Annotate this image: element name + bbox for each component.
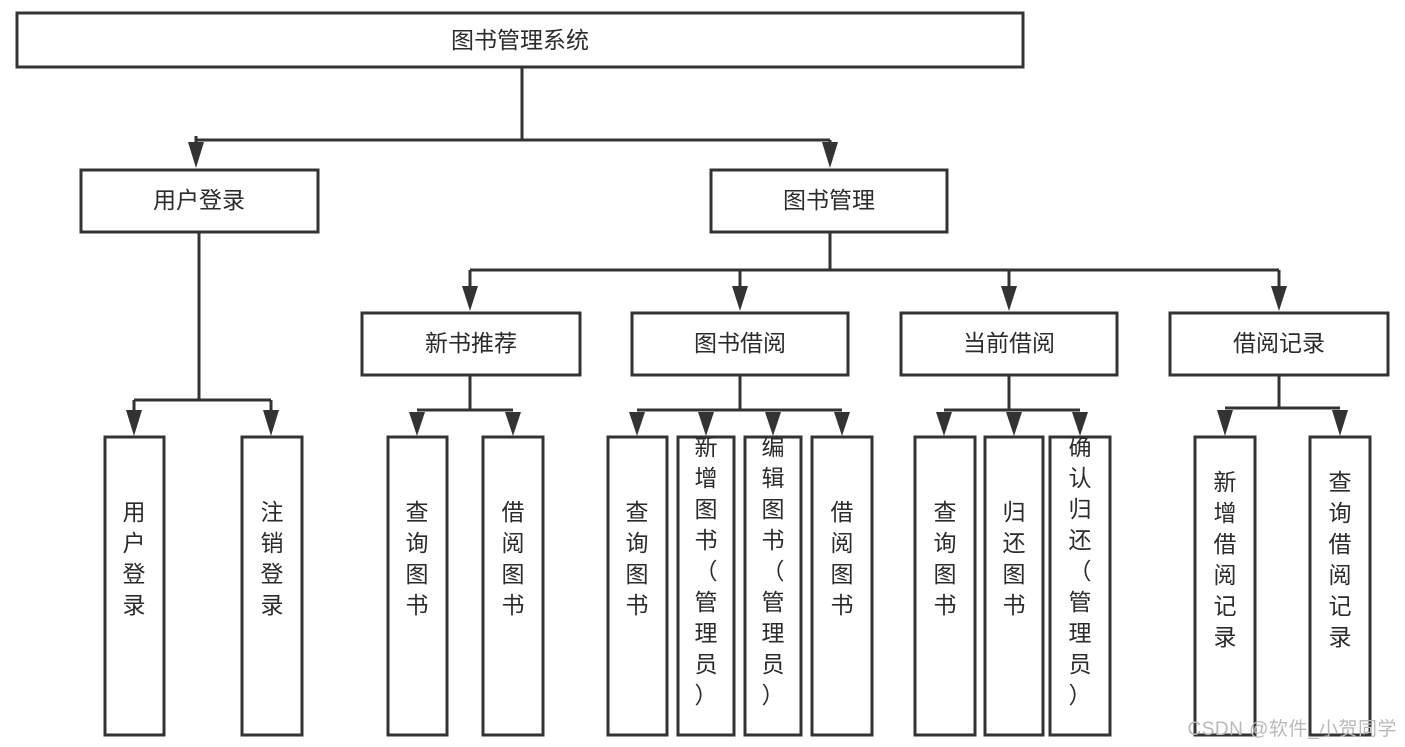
node-leaf-edit-book-label: 编辑图书（管理员） <box>762 434 785 708</box>
arrow-head-leaf-borrow-book-2 <box>834 412 850 436</box>
node-leaf-borrow-book-1-box[interactable] <box>481 435 545 737</box>
connector-group-borrow-record <box>1217 375 1348 436</box>
node-leaf-borrow-book-2[interactable]: 借阅图书 <box>810 435 874 737</box>
arrow-head-leaf-user-login <box>126 410 142 436</box>
arrow-head-leaf-query-book-1 <box>409 412 425 436</box>
node-borrow-record[interactable]: 借阅记录 <box>1168 311 1390 377</box>
node-new-book-recommend-box[interactable] <box>360 311 582 377</box>
arrow-head-leaf-add-record <box>1217 410 1233 436</box>
node-root-box[interactable] <box>15 11 1025 69</box>
node-leaf-query-record-label: 查询借阅记录 <box>1329 469 1352 650</box>
node-leaf-query-book-2[interactable]: 查询图书 <box>606 435 669 737</box>
arrow-head-leaf-add-book <box>698 412 714 436</box>
node-leaf-user-login-box[interactable] <box>103 435 166 737</box>
node-leaf-return-book[interactable]: 归还图书 <box>983 435 1045 737</box>
node-leaf-query-book-3-box[interactable] <box>913 435 977 737</box>
node-leaf-query-book-2-label: 查询图书 <box>626 499 649 618</box>
node-book-borrow[interactable]: 图书借阅 <box>630 311 850 377</box>
node-leaf-add-record[interactable]: 新增借阅记录 <box>1193 435 1257 737</box>
node-borrow-record-label: 借阅记录 <box>1233 330 1325 356</box>
node-leaf-confirm-return-box[interactable] <box>1048 435 1112 737</box>
node-leaf-query-book-3-label: 查询图书 <box>934 499 957 618</box>
node-leaf-confirm-return-label: 确认归还（管理员） <box>1069 434 1092 708</box>
node-leaf-borrow-book-2-box[interactable] <box>810 435 874 737</box>
node-current-borrow-label: 当前借阅 <box>963 330 1055 356</box>
connector-group-user-login <box>126 232 279 436</box>
arrow-head-leaf-query-book-3 <box>936 412 952 436</box>
connector-group-current-borrow <box>936 375 1088 436</box>
node-leaf-user-login[interactable]: 用户登录 <box>103 435 166 737</box>
arrow-head-leaf-logout-login <box>263 410 279 436</box>
node-borrow-record-box[interactable] <box>1168 311 1390 377</box>
node-user-login[interactable]: 用户登录 <box>79 168 320 234</box>
arrow-head-borrow-record <box>1271 286 1287 311</box>
node-leaf-borrow-book-1[interactable]: 借阅图书 <box>481 435 545 737</box>
node-leaf-query-book-2-box[interactable] <box>606 435 669 737</box>
arrow-head-leaf-query-book-2 <box>629 412 645 436</box>
node-leaf-return-book-box[interactable] <box>983 435 1045 737</box>
node-leaf-add-record-label: 新增借阅记录 <box>1214 469 1237 650</box>
node-leaf-query-record-box[interactable] <box>1308 435 1372 737</box>
node-new-book-recommend[interactable]: 新书推荐 <box>360 311 582 377</box>
node-leaf-query-book-1-label: 查询图书 <box>406 499 429 618</box>
arrow-head-book-borrow <box>732 286 748 311</box>
arrow-head-leaf-edit-book <box>765 412 781 436</box>
arrow-head-current-borrow <box>1001 286 1017 311</box>
node-book-management-label: 图书管理 <box>783 187 875 213</box>
node-leaf-add-book[interactable]: 新增图书（管理员） <box>676 434 736 737</box>
node-leaf-borrow-book-1-label: 借阅图书 <box>502 499 525 618</box>
node-leaf-return-book-label: 归还图书 <box>1003 499 1026 618</box>
node-leaf-add-record-box[interactable] <box>1193 435 1257 737</box>
node-leaf-add-book-label: 新增图书（管理员） <box>695 434 718 708</box>
node-book-borrow-box[interactable] <box>630 311 850 377</box>
node-new-book-recommend-label: 新书推荐 <box>425 330 517 356</box>
node-leaf-borrow-book-2-label: 借阅图书 <box>831 499 854 618</box>
node-root[interactable]: 图书管理系统 <box>15 11 1025 69</box>
arrow-head-leaf-return-book <box>1006 412 1022 436</box>
node-leaf-logout-login-label: 注销登录 <box>261 499 284 618</box>
arrow-head-leaf-query-record <box>1332 410 1348 436</box>
node-book-management[interactable]: 图书管理 <box>709 168 949 234</box>
node-root-label: 图书管理系统 <box>451 27 589 53</box>
node-book-borrow-label: 图书借阅 <box>694 330 786 356</box>
node-leaf-logout-login-box[interactable] <box>240 435 304 737</box>
node-leaf-add-book-box[interactable] <box>676 435 736 737</box>
node-leaf-query-book-1[interactable]: 查询图书 <box>386 435 449 737</box>
arrow-head-book-management <box>822 142 838 168</box>
node-leaf-user-login-label: 用户登录 <box>123 499 146 618</box>
connector-group-new-book-recommend <box>409 375 521 436</box>
node-leaf-edit-book-box[interactable] <box>743 435 803 737</box>
node-current-borrow[interactable]: 当前借阅 <box>899 311 1119 377</box>
arrow-head-user-login <box>188 142 204 168</box>
node-leaf-confirm-return[interactable]: 确认归还（管理员） <box>1048 434 1112 737</box>
node-user-login-box[interactable] <box>79 168 320 234</box>
arrow-head-leaf-confirm-return <box>1072 412 1088 436</box>
arrow-head-new-book-recommend <box>462 286 478 311</box>
connector-group-book-borrow <box>629 375 850 436</box>
connector-group-book-management <box>462 232 1287 311</box>
connector-group-root <box>188 67 838 168</box>
node-leaf-logout-login[interactable]: 注销登录 <box>240 435 304 737</box>
node-leaf-edit-book[interactable]: 编辑图书（管理员） <box>743 434 803 737</box>
node-current-borrow-box[interactable] <box>899 311 1119 377</box>
node-leaf-query-book-1-box[interactable] <box>386 435 449 737</box>
node-leaf-query-book-3[interactable]: 查询图书 <box>913 435 977 737</box>
node-user-login-label: 用户登录 <box>153 187 245 213</box>
arrow-head-leaf-borrow-book-1 <box>505 412 521 436</box>
node-leaf-query-record[interactable]: 查询借阅记录 <box>1308 435 1372 737</box>
node-book-management-box[interactable] <box>709 168 949 234</box>
csdn-watermark: CSDN @软件_小贺同学 <box>1187 719 1397 740</box>
